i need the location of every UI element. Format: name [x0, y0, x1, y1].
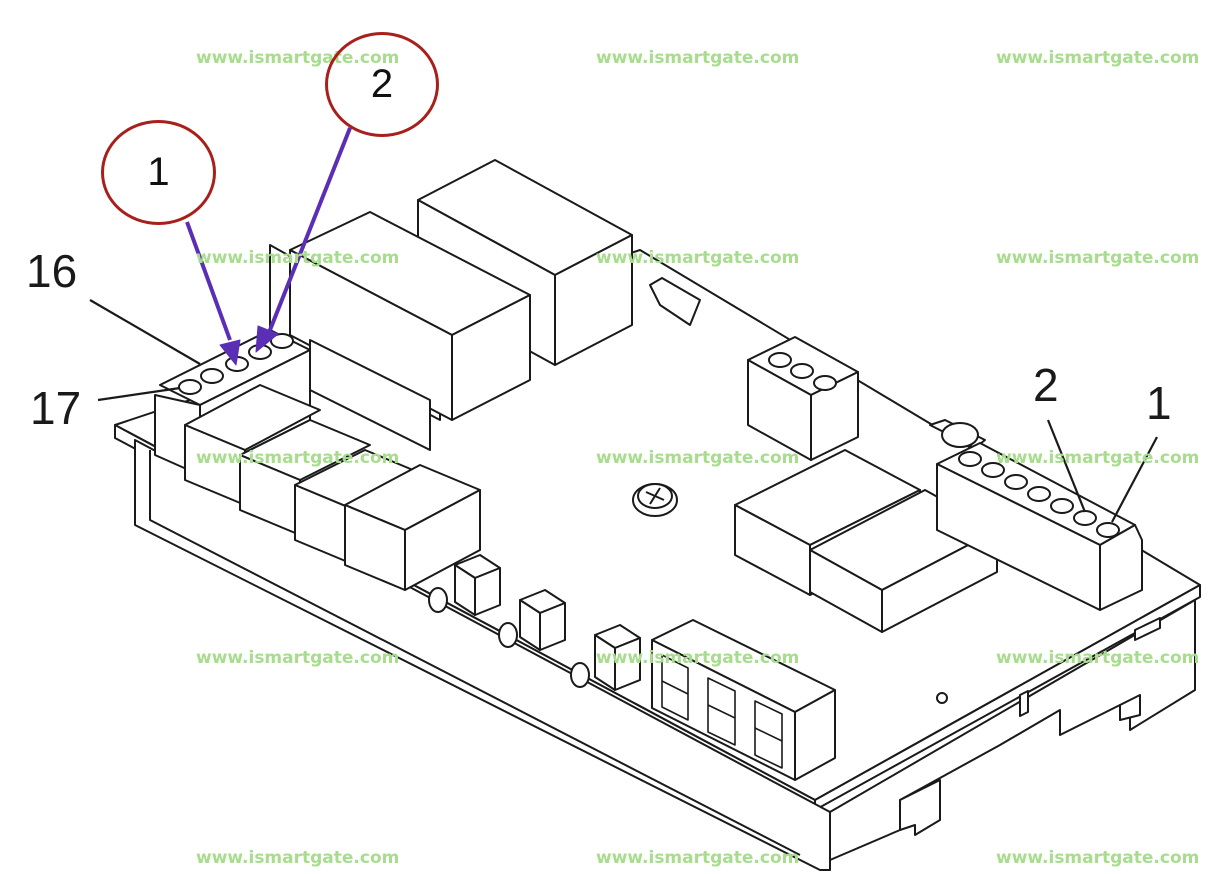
center-screw — [632, 483, 678, 517]
circled-callout-2: 2 — [325, 32, 439, 137]
seven-segment-display — [651, 619, 836, 781]
terminal-label-16: 16 — [26, 245, 78, 297]
relay-row — [184, 384, 481, 591]
purple-arrows — [185, 127, 352, 366]
clip — [649, 277, 701, 326]
callout-1-text: 1 — [147, 150, 170, 194]
terminal-label-17: 17 — [30, 382, 82, 434]
push-buttons — [428, 554, 641, 691]
circled-callout-1: 1 — [101, 120, 216, 225]
terminal-label-right-1: 1 — [1146, 377, 1172, 429]
mount-hole — [936, 692, 948, 704]
leader-lines — [89, 299, 1158, 523]
callout-2-text: 2 — [370, 62, 394, 106]
right-terminal-block — [929, 419, 1143, 611]
three-pin-terminal — [747, 336, 859, 461]
relay-block-front — [269, 211, 531, 451]
terminal-label-right-2: 2 — [1033, 359, 1059, 411]
